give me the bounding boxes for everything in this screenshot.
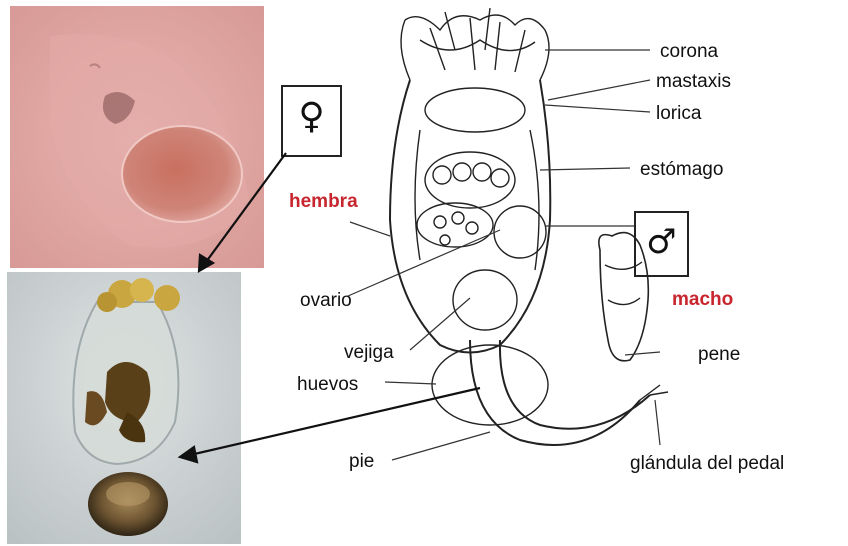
label-corona: corona <box>660 42 718 61</box>
label-vejiga: vejiga <box>344 343 394 362</box>
label-pene: pene <box>698 345 740 364</box>
label-mastaxis: mastaxis <box>656 72 731 91</box>
label-pie: pie <box>349 452 374 471</box>
label-lorica: lorica <box>656 104 701 123</box>
label-ovario: ovario <box>300 291 352 310</box>
label-hembra: hembra <box>289 192 358 211</box>
label-estomago: estómago <box>640 160 723 179</box>
label-huevos: huevos <box>297 375 358 394</box>
label-glandula-del-pedal: glándula del pedal <box>630 454 784 473</box>
label-macho: macho <box>672 290 733 309</box>
